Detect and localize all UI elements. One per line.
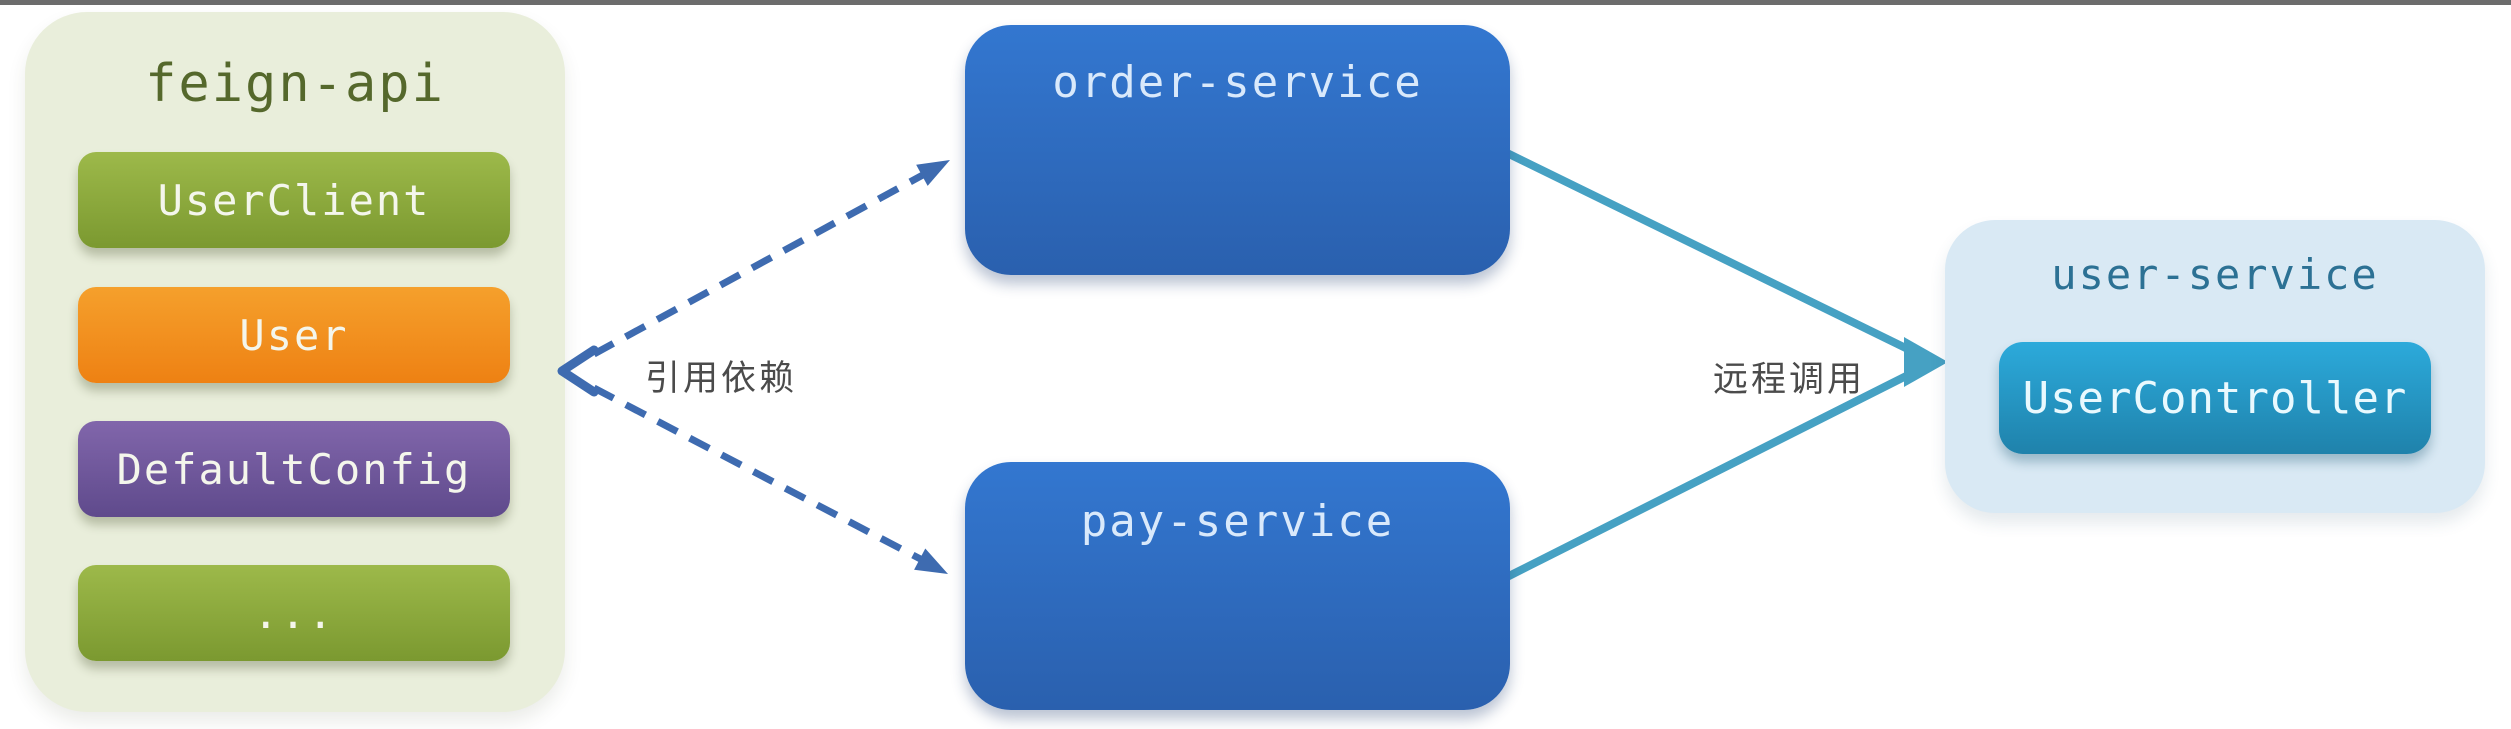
- node-user: User: [78, 287, 510, 383]
- dependency-edge-order: [592, 166, 934, 358]
- edge-label-dependency: 引用依赖: [645, 359, 798, 398]
- top-border-strip: [0, 0, 2511, 5]
- group-feign-api: feign-api UserClient User DefaultConfig …: [25, 12, 565, 712]
- group-title-user-service: user-service: [2051, 250, 2379, 299]
- dependency-arrowhead-pay: [914, 548, 948, 574]
- node-order-service: order-service: [965, 25, 1510, 275]
- edge-label-remote-call: 远程调用: [1713, 360, 1866, 399]
- node-defaultconfig-label: DefaultConfig: [116, 444, 472, 494]
- remote-arrowhead-user: [1904, 337, 1948, 387]
- dependency-arrowhead-order: [916, 160, 950, 186]
- remote-edge-order: [1505, 149, 1924, 360]
- node-usercontroller-label: UserController: [2022, 372, 2408, 424]
- group-user-service: user-service UserController: [1945, 220, 2485, 513]
- node-userclient: UserClient: [78, 152, 510, 248]
- dependency-arrowhead-feign: [557, 345, 599, 397]
- node-pay-service-label: pay-service: [1080, 496, 1395, 547]
- node-pay-service: pay-service: [965, 462, 1510, 710]
- node-order-service-label: order-service: [1052, 57, 1423, 108]
- node-userclient-label: UserClient: [157, 175, 431, 225]
- dependency-edge-pay: [592, 384, 932, 568]
- node-ellipsis: ...: [78, 565, 510, 661]
- node-ellipsis-label: ...: [253, 588, 335, 638]
- group-title-feign-api: feign-api: [145, 54, 445, 114]
- node-defaultconfig: DefaultConfig: [78, 421, 510, 517]
- node-usercontroller: UserController: [1999, 342, 2431, 454]
- node-user-label: User: [239, 310, 349, 360]
